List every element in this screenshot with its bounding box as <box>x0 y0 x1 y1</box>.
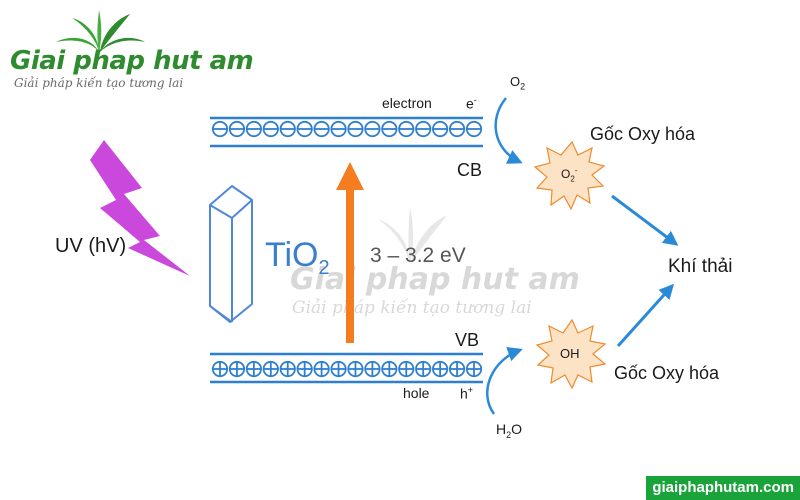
electron-icon <box>432 120 449 138</box>
electron-to-o2-arrow <box>494 97 523 164</box>
electron-icon <box>313 120 330 138</box>
o2-label: O2 <box>510 74 526 92</box>
hole-icon <box>448 360 466 378</box>
h2o-label: H2O <box>496 421 523 440</box>
hole-icon <box>262 360 279 378</box>
cb-label: CB <box>457 160 483 180</box>
oxidizer-bottom-label: Gốc Oxy hóa <box>614 363 720 383</box>
hole-icon <box>330 360 347 378</box>
hole-row <box>211 360 483 378</box>
crystal-icon <box>209 185 253 323</box>
watermark-brand: Giai phap hut am <box>290 262 580 297</box>
h2o-to-oh-arrow <box>486 346 523 415</box>
logo-tagline: Giải pháp kiến tạo tương lai <box>14 76 184 90</box>
electron-row <box>211 120 483 138</box>
electron-icon <box>448 120 466 138</box>
hole-icon <box>465 360 483 378</box>
electron-icon <box>296 120 313 138</box>
hole-icon <box>347 360 364 378</box>
hole-icon <box>211 360 229 378</box>
hole-icon <box>364 360 381 378</box>
valence-band <box>210 352 483 384</box>
electron-icon <box>245 120 262 138</box>
electron-icon <box>279 120 296 138</box>
electron-icon <box>211 120 229 138</box>
hole-symbol: h+ <box>460 385 474 402</box>
material-label: TiO2 <box>265 236 330 280</box>
hole-icon <box>228 360 246 378</box>
hole-icon <box>415 360 432 378</box>
o2-radical-label: O2- <box>561 166 578 184</box>
website-badge[interactable]: giaiphaphutam.com <box>646 476 800 500</box>
exhaust-label: Khí thải <box>668 256 733 277</box>
oh-radical-label: OH <box>560 346 580 361</box>
hole-icon <box>313 360 330 378</box>
hole-icon <box>432 360 449 378</box>
top-oxidizer-to-exhaust-arrow <box>611 194 679 246</box>
electron-icon <box>465 120 483 138</box>
electron-icon <box>398 120 415 138</box>
watermark-leaf-icon <box>377 207 447 263</box>
hole-icon <box>296 360 313 378</box>
electron-icon <box>381 120 398 138</box>
electron-icon <box>364 120 381 138</box>
vb-label: VB <box>455 330 480 350</box>
material-base: TiO <box>265 236 319 274</box>
hole-icon <box>245 360 262 378</box>
conduction-band <box>210 116 483 148</box>
oxidizer-top-label: Gốc Oxy hóa <box>590 124 696 144</box>
electron-icon <box>347 120 364 138</box>
electron-icon <box>228 120 246 138</box>
logo: Giai phap hut am Giải pháp kiến tạo tươn… <box>10 8 254 90</box>
oh-radical-burst-icon <box>535 318 607 390</box>
uv-lightning-icon <box>90 140 190 276</box>
electron-icon <box>262 120 279 138</box>
electron-symbol: e- <box>466 95 477 112</box>
leaf-logo-icon <box>56 10 145 52</box>
hole-icon <box>279 360 296 378</box>
band-gap-arrow <box>336 162 364 343</box>
bottom-oxidizer-to-exhaust-arrow <box>616 283 675 348</box>
electron-icon <box>415 120 432 138</box>
band-gap-label: 3 – 3.2 eV <box>370 244 466 267</box>
uv-label: UV (hV) <box>55 235 127 257</box>
material-subscript: 2 <box>318 256 330 279</box>
hole-label: hole <box>403 385 430 401</box>
o2-radical-burst-icon <box>533 140 606 211</box>
electron-icon <box>330 120 347 138</box>
hole-icon <box>381 360 398 378</box>
logo-brand: Giai phap hut am <box>10 46 254 76</box>
hole-icon <box>398 360 415 378</box>
electron-label: electron <box>382 95 432 111</box>
